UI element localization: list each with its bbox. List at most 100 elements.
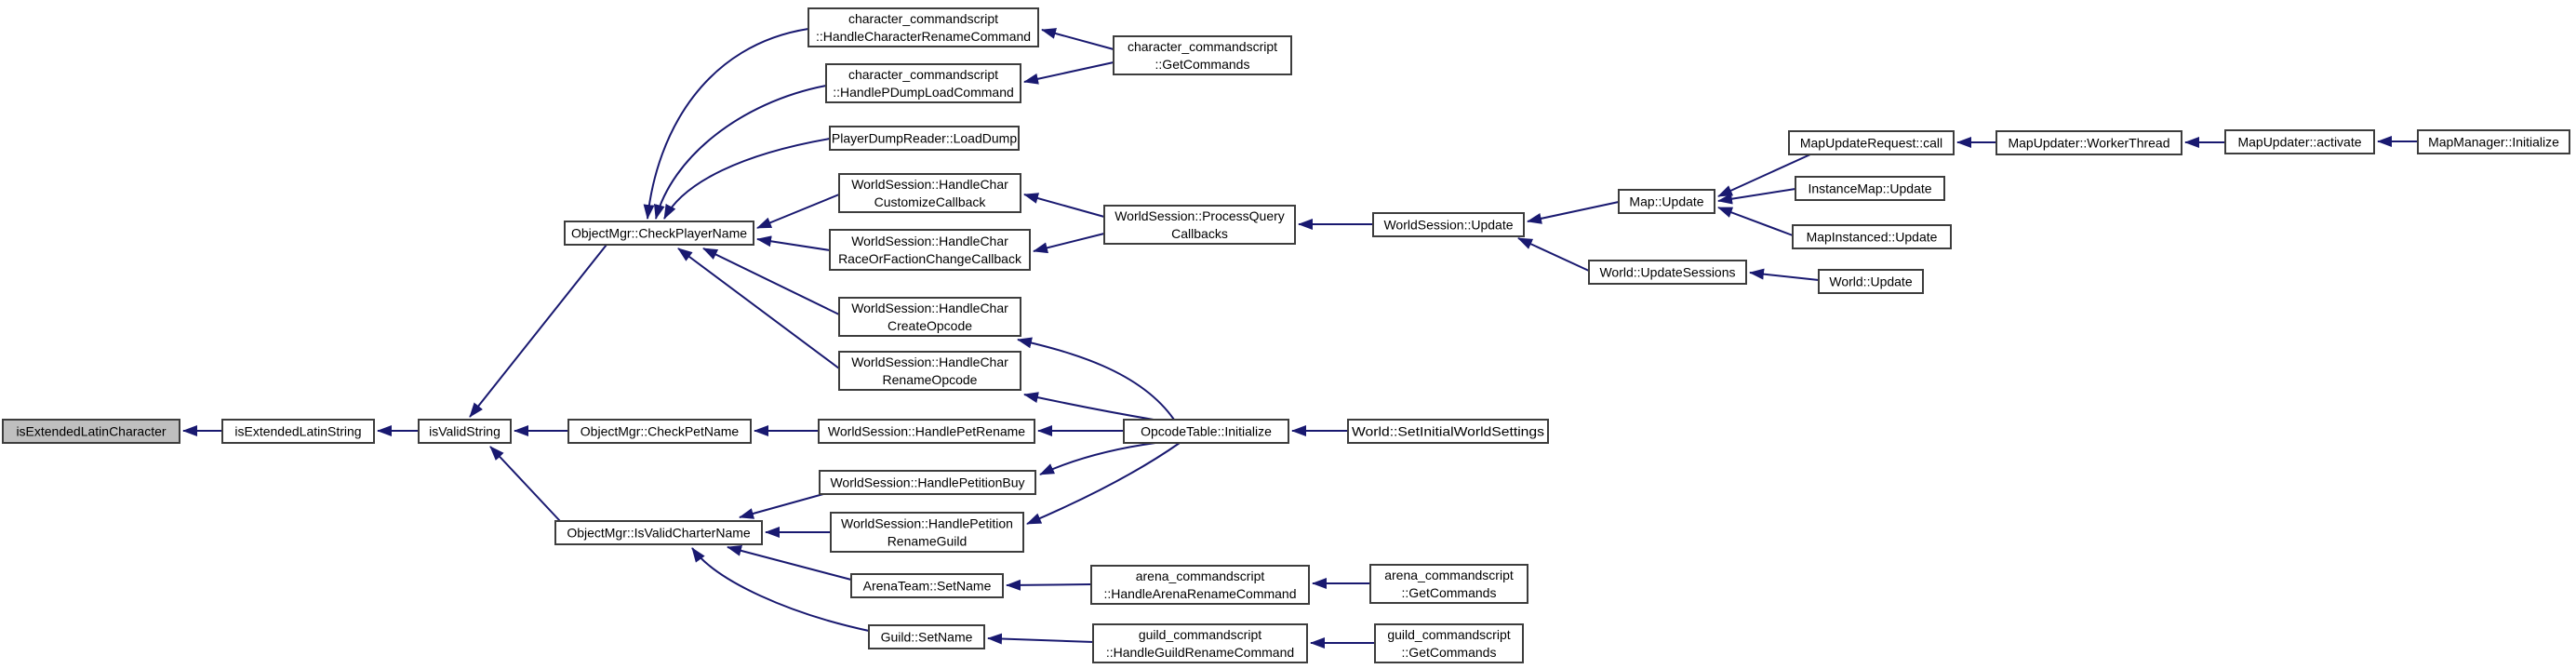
node-ats[interactable]: ArenaTeam::SetName xyxy=(850,573,1004,598)
node-box-gsn[interactable] xyxy=(868,624,985,649)
node-label-miu: MapInstanced::Update xyxy=(1807,230,1938,245)
node-hcrc[interactable]: character_commandscript::HandleCharacter… xyxy=(808,7,1039,47)
node-ivcn[interactable]: ObjectMgr::IsValidCharterName xyxy=(554,520,763,545)
node-pdrl[interactable]: PlayerDumpReader::LoadDump xyxy=(829,126,1020,151)
node-hccc[interactable]: WorldSession::HandleCharCustomizeCallbac… xyxy=(838,173,1021,213)
node-box-siws[interactable] xyxy=(1347,419,1549,444)
node-hpb[interactable]: WorldSession::HandlePetitionBuy xyxy=(819,470,1036,495)
edge-imu-to-mu xyxy=(1717,188,1796,205)
node-box-ggc[interactable] xyxy=(1374,623,1524,663)
node-box-hgrc[interactable] xyxy=(1092,623,1308,663)
node-ggc[interactable]: guild_commandscript::GetCommands xyxy=(1374,623,1524,663)
node-box-wsu[interactable] xyxy=(1372,212,1525,237)
edge-pdrl-to-cpn xyxy=(663,138,831,220)
node-oti[interactable]: OpcodeTable::Initialize xyxy=(1123,419,1289,444)
node-box-mmi[interactable] xyxy=(2417,129,2570,154)
node-label-gsn: Guild::SetName xyxy=(881,630,973,645)
node-box-murc[interactable] xyxy=(1788,130,1955,155)
node-box-mu[interactable] xyxy=(1618,189,1715,214)
node-box-wu[interactable] xyxy=(1818,269,1924,294)
node-box-hcco[interactable] xyxy=(838,297,1021,337)
node-box-muwt[interactable] xyxy=(1995,130,2182,155)
node-label-pqc-line2: Callbacks xyxy=(1171,226,1228,241)
node-wu[interactable]: World::Update xyxy=(1818,269,1924,294)
node-mua[interactable]: MapUpdater::activate xyxy=(2224,129,2375,154)
node-box-wus[interactable] xyxy=(1588,260,1747,285)
node-box-hprg[interactable] xyxy=(830,512,1024,553)
node-box-hccc[interactable] xyxy=(838,173,1021,213)
node-box-hpdl[interactable] xyxy=(825,63,1021,103)
node-box-miu[interactable] xyxy=(1792,224,1952,249)
edge-ats-to-ivcn xyxy=(727,545,852,581)
node-box-hcrc[interactable] xyxy=(808,7,1039,47)
edge-oti-to-hcro xyxy=(1023,392,1155,421)
node-siws[interactable]: World::SetInitialWorldSettings xyxy=(1347,419,1549,444)
node-box-hcro[interactable] xyxy=(838,351,1021,391)
node-gsn[interactable]: Guild::SetName xyxy=(868,624,985,649)
node-box-cpn[interactable] xyxy=(564,221,754,246)
node-label-hcco-line1: WorldSession::HandleChar xyxy=(851,301,1008,315)
node-box-oti[interactable] xyxy=(1123,419,1289,444)
node-box-mua[interactable] xyxy=(2224,129,2375,154)
node-wus[interactable]: World::UpdateSessions xyxy=(1588,260,1747,285)
node-cpn[interactable]: ObjectMgr::CheckPlayerName xyxy=(564,221,754,246)
node-label-ivcn: ObjectMgr::IsValidCharterName xyxy=(567,526,751,541)
node-box-harc[interactable] xyxy=(1090,565,1310,605)
node-hpr[interactable]: WorldSession::HandlePetRename xyxy=(818,419,1035,444)
node-box-pqc[interactable] xyxy=(1103,205,1296,245)
edge-harc-to-ats xyxy=(1006,579,1092,591)
node-label-wsu: WorldSession::Update xyxy=(1383,218,1513,233)
node-label-hpdl-line2: ::HandlePDumpLoadCommand xyxy=(833,85,1014,100)
node-label-wu: World::Update xyxy=(1829,274,1912,289)
node-box-cgc[interactable] xyxy=(1113,35,1292,75)
node-hgrc[interactable]: guild_commandscript::HandleGuildRenameCo… xyxy=(1092,623,1308,663)
node-hpdl[interactable]: character_commandscript::HandlePDumpLoad… xyxy=(825,63,1021,103)
node-label-hprg-line2: RenameGuild xyxy=(888,534,968,549)
node-harc[interactable]: arena_commandscript::HandleArenaRenameCo… xyxy=(1090,565,1310,605)
node-murc[interactable]: MapUpdateRequest::call xyxy=(1788,130,1955,155)
node-mu[interactable]: Map::Update xyxy=(1618,189,1715,214)
node-label-hccc-line2: CustomizeCallback xyxy=(874,194,987,209)
node-label-siws: World::SetInitialWorldSettings xyxy=(1352,424,1544,439)
node-box-pdrl[interactable] xyxy=(829,126,1020,151)
node-ivs[interactable]: isValidString xyxy=(418,419,512,444)
node-label-cpn: ObjectMgr::CheckPlayerName xyxy=(571,226,747,241)
node-label-pqc-line1: WorldSession::ProcessQuery xyxy=(1114,208,1285,223)
edge-wu-to-wus xyxy=(1749,268,1820,281)
node-box-imu[interactable] xyxy=(1795,176,1945,201)
node-box-ats[interactable] xyxy=(850,573,1004,598)
node-label-iels: isExtendedLatinString xyxy=(234,424,361,439)
node-iels[interactable]: isExtendedLatinString xyxy=(221,419,375,444)
node-label-mmi: MapManager::Initialize xyxy=(2428,135,2559,150)
node-cgc[interactable]: character_commandscript::GetCommands xyxy=(1113,35,1292,75)
node-label-hcrf-line1: WorldSession::HandleChar xyxy=(851,234,1008,248)
node-mmi[interactable]: MapManager::Initialize xyxy=(2417,129,2570,154)
node-label-hgrc-line1: guild_commandscript xyxy=(1139,627,1261,642)
node-wsu[interactable]: WorldSession::Update xyxy=(1372,212,1525,237)
node-label-mua: MapUpdater::activate xyxy=(2237,135,2361,150)
node-box-hpr[interactable] xyxy=(818,419,1035,444)
node-box-agc[interactable] xyxy=(1369,564,1528,604)
node-box-ivcn[interactable] xyxy=(554,520,763,545)
node-hcrf[interactable]: WorldSession::HandleCharRaceOrFactionCha… xyxy=(829,229,1031,271)
node-box-iels[interactable] xyxy=(221,419,375,444)
node-box-hcrf[interactable] xyxy=(829,229,1031,271)
edge-hpdl-to-cpn xyxy=(654,85,827,220)
node-agc[interactable]: arena_commandscript::GetCommands xyxy=(1369,564,1528,604)
node-cpet[interactable]: ObjectMgr::CheckPetName xyxy=(567,419,752,444)
node-box-cpet[interactable] xyxy=(567,419,752,444)
node-label-ivs: isValidString xyxy=(429,424,501,439)
node-box-ivs[interactable] xyxy=(418,419,512,444)
edge-oti-to-hprg xyxy=(1026,442,1181,525)
node-box-hpb[interactable] xyxy=(819,470,1036,495)
edges-layer xyxy=(182,28,2418,649)
node-muwt[interactable]: MapUpdater::WorkerThread xyxy=(1995,130,2182,155)
node-imu[interactable]: InstanceMap::Update xyxy=(1795,176,1945,201)
node-label-hprg-line1: WorldSession::HandlePetition xyxy=(841,516,1013,531)
node-miu[interactable]: MapInstanced::Update xyxy=(1792,224,1952,249)
